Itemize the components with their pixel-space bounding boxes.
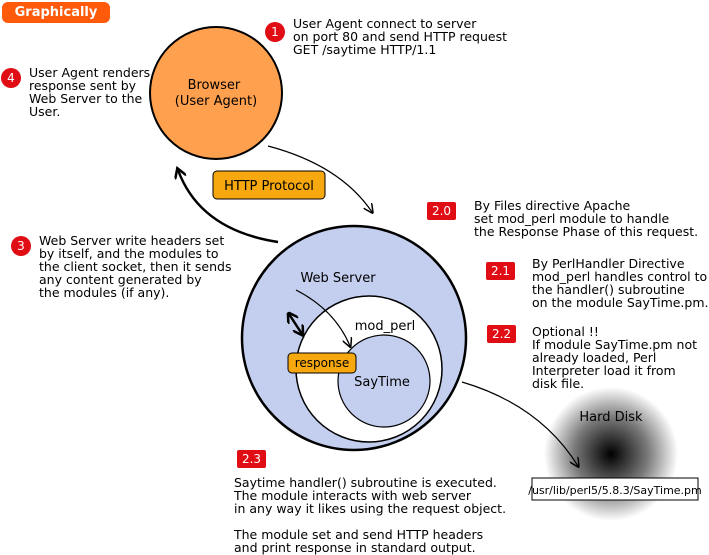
step-4-badge: 4 (1, 68, 21, 88)
step-2-1-note: By PerlHandler Directive mod_perl handle… (532, 256, 709, 310)
step-2-0-badge: 2.0 (427, 202, 456, 220)
mod-perl-label: mod_perl (355, 319, 416, 334)
browser-node (149, 26, 283, 160)
file-path-label: /usr/lib/perl5/5.8.3/SayTime.pm (528, 484, 702, 497)
response-exchange-arrow (289, 314, 302, 334)
handler-arrow (295, 289, 350, 346)
architecture-diagram: Browser (User Agent) HTTP Protocol Web S… (149, 26, 702, 521)
saytime-node (337, 334, 431, 428)
step-4-note: User Agent renders response sent by Web … (29, 65, 151, 119)
http-protocol-box (212, 170, 326, 200)
step-1-badge: 1 (265, 22, 285, 42)
graphically-title-badge: Graphically (2, 2, 110, 23)
http-protocol-label: HTTP Protocol (224, 179, 314, 194)
file-path-box (531, 477, 699, 501)
response-box (287, 352, 357, 374)
saytime-label: SayTime (354, 375, 410, 390)
step-2-3-badge: 2.3 (237, 450, 266, 468)
step-2-1-badge: 2.1 (486, 262, 515, 280)
step-1-note: User Agent connect to server on port 80 … (293, 16, 508, 57)
step-2-0-note: By Files directive Apache set mod_perl m… (474, 198, 699, 239)
load-module-arrow (461, 381, 578, 466)
step-2-2-badge: 2.2 (487, 325, 516, 343)
response-arrow (178, 170, 279, 244)
hard-disk-node (544, 387, 678, 521)
step-3-badge: 3 (11, 236, 31, 256)
browser-label: Browser (User Agent) (175, 78, 257, 109)
step-2-2-note: Optional !! If module SayTime.pm not alr… (532, 324, 697, 391)
step-2-3-note: Saytime handler() subroutine is executed… (234, 475, 507, 555)
request-arrow (267, 145, 372, 212)
response-label: response (295, 356, 350, 370)
web-server-label: Web Server (300, 271, 376, 286)
hard-disk-label: Hard Disk (579, 410, 643, 425)
step-3-note: Web Server write headers set by itself, … (39, 233, 232, 300)
